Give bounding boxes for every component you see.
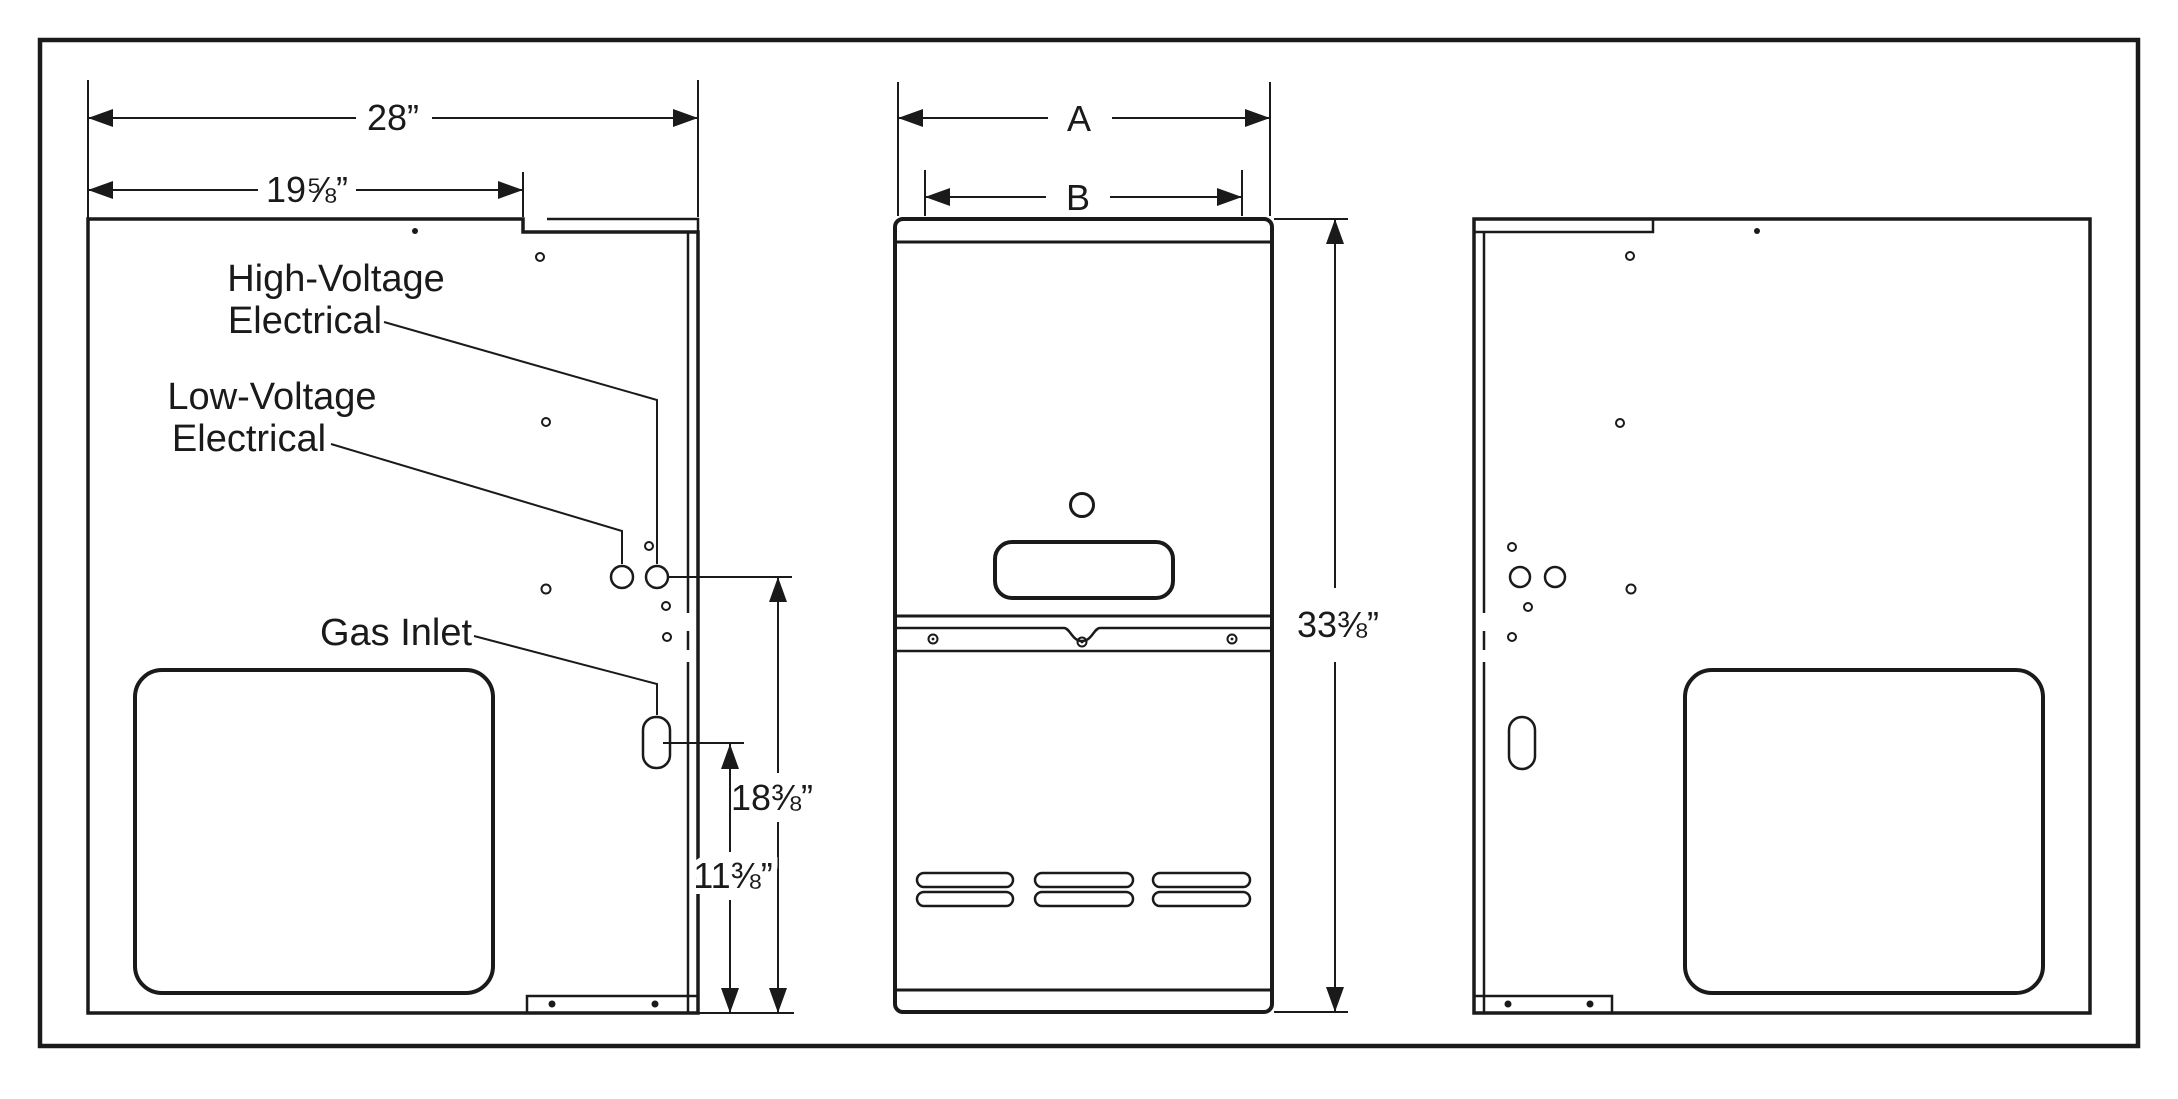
rail-screw-hole [651,1000,659,1008]
rail-screw-hole [1504,1000,1512,1008]
rail-screw-hole [1586,1000,1594,1008]
gas-inlet-leader-line [473,635,658,715]
right-top-flange-strip [1474,219,1655,234]
panel-hole [1507,632,1517,642]
dimension-overall-depth: 28” [87,80,699,219]
dimension-flange-depth: 19⅝” [88,163,524,217]
dimension-width-b: B [924,170,1243,224]
callout-high-voltage: High-Voltage Electrical [227,258,658,564]
panel-hole [1754,228,1760,234]
panel-hole [662,632,672,642]
divider-screw-center [1080,640,1084,644]
callout-gas-inlet: Gas Inlet [320,612,658,715]
dim-electrical-height-text: 18⅜” [731,777,813,818]
divider-screw-center [931,637,935,641]
louver-slot [915,871,1015,889]
gas-inlet-label: Gas Inlet [320,612,473,654]
panel-hole [1523,602,1533,612]
low-voltage-knockout [609,564,635,590]
divider-screw [1076,636,1088,648]
divider-screw-center [1230,637,1234,641]
dim-width-b-text: B [1066,177,1090,218]
dim-gas-inlet-height-text: 11⅜” [693,855,772,896]
rail-screw-hole [548,1000,556,1008]
left-blower-door-panel [133,668,495,995]
dim-height-overall-text: 33⅜” [1297,604,1379,645]
front-view: A B 33⅜” [893,82,1385,1014]
louver-slot [1033,890,1135,908]
dimension-height-overall: 33⅜” [1274,218,1385,1013]
drawing-border [37,37,2141,1049]
high-voltage-knockout [644,564,670,590]
louver-slot [915,890,1015,908]
left-bottom-rail [525,994,700,1015]
louver-vents [915,871,1252,908]
panel-hole [1625,251,1635,261]
louver-slot [1033,871,1135,889]
low-voltage-label-line2: Electrical [172,418,326,460]
louver-slot [1151,871,1252,889]
panel-hole [540,583,552,595]
left-side-view: 28” 19⅝” High-Voltage Electrical Low-Vol… [86,80,819,1015]
panel-hole [535,252,545,262]
panel-hole [412,228,418,234]
right-bottom-rail [1472,994,1614,1015]
dim-width-a-text: A [1067,98,1091,139]
divider-band-top [895,626,1272,643]
dimension-gas-inlet-height: 11⅜” [663,742,779,1013]
sight-glass-hole [1069,492,1095,518]
left-top-flange-strip [547,217,700,232]
low-voltage-label-line1: Low-Voltage [167,376,376,418]
control-recess-panel [993,540,1175,600]
dimension-width-a: A [897,82,1271,216]
right-cabinet-outline [1472,217,2092,1015]
dim-flange-depth-text: 19⅝” [266,169,348,210]
panel-hole [661,601,671,611]
dim-overall-depth-text: 28” [367,97,419,138]
louver-slot [1151,890,1252,908]
right-side-view [1472,217,2092,1015]
panel-hole [1507,542,1517,552]
extension-line [897,82,1271,216]
callout-low-voltage: Low-Voltage Electrical [167,376,623,564]
high-voltage-label-line2: Electrical [228,300,382,342]
low-voltage-knockout [1543,565,1567,589]
high-voltage-knockout [1508,565,1532,589]
panel-hole [1625,583,1637,595]
high-voltage-leader-line [383,321,658,564]
divider-screw [1226,633,1238,645]
panel-hole [1615,418,1625,428]
dimension-electrical-height: 18⅜” [668,576,819,1014]
high-voltage-label-line1: High-Voltage [227,258,445,300]
right-blower-door-panel [1683,668,2045,995]
low-voltage-leader-line [330,443,623,564]
gas-inlet-port [1507,715,1537,771]
panel-hole [541,417,551,427]
divider-screw [927,633,939,645]
panel-hole [644,541,654,551]
